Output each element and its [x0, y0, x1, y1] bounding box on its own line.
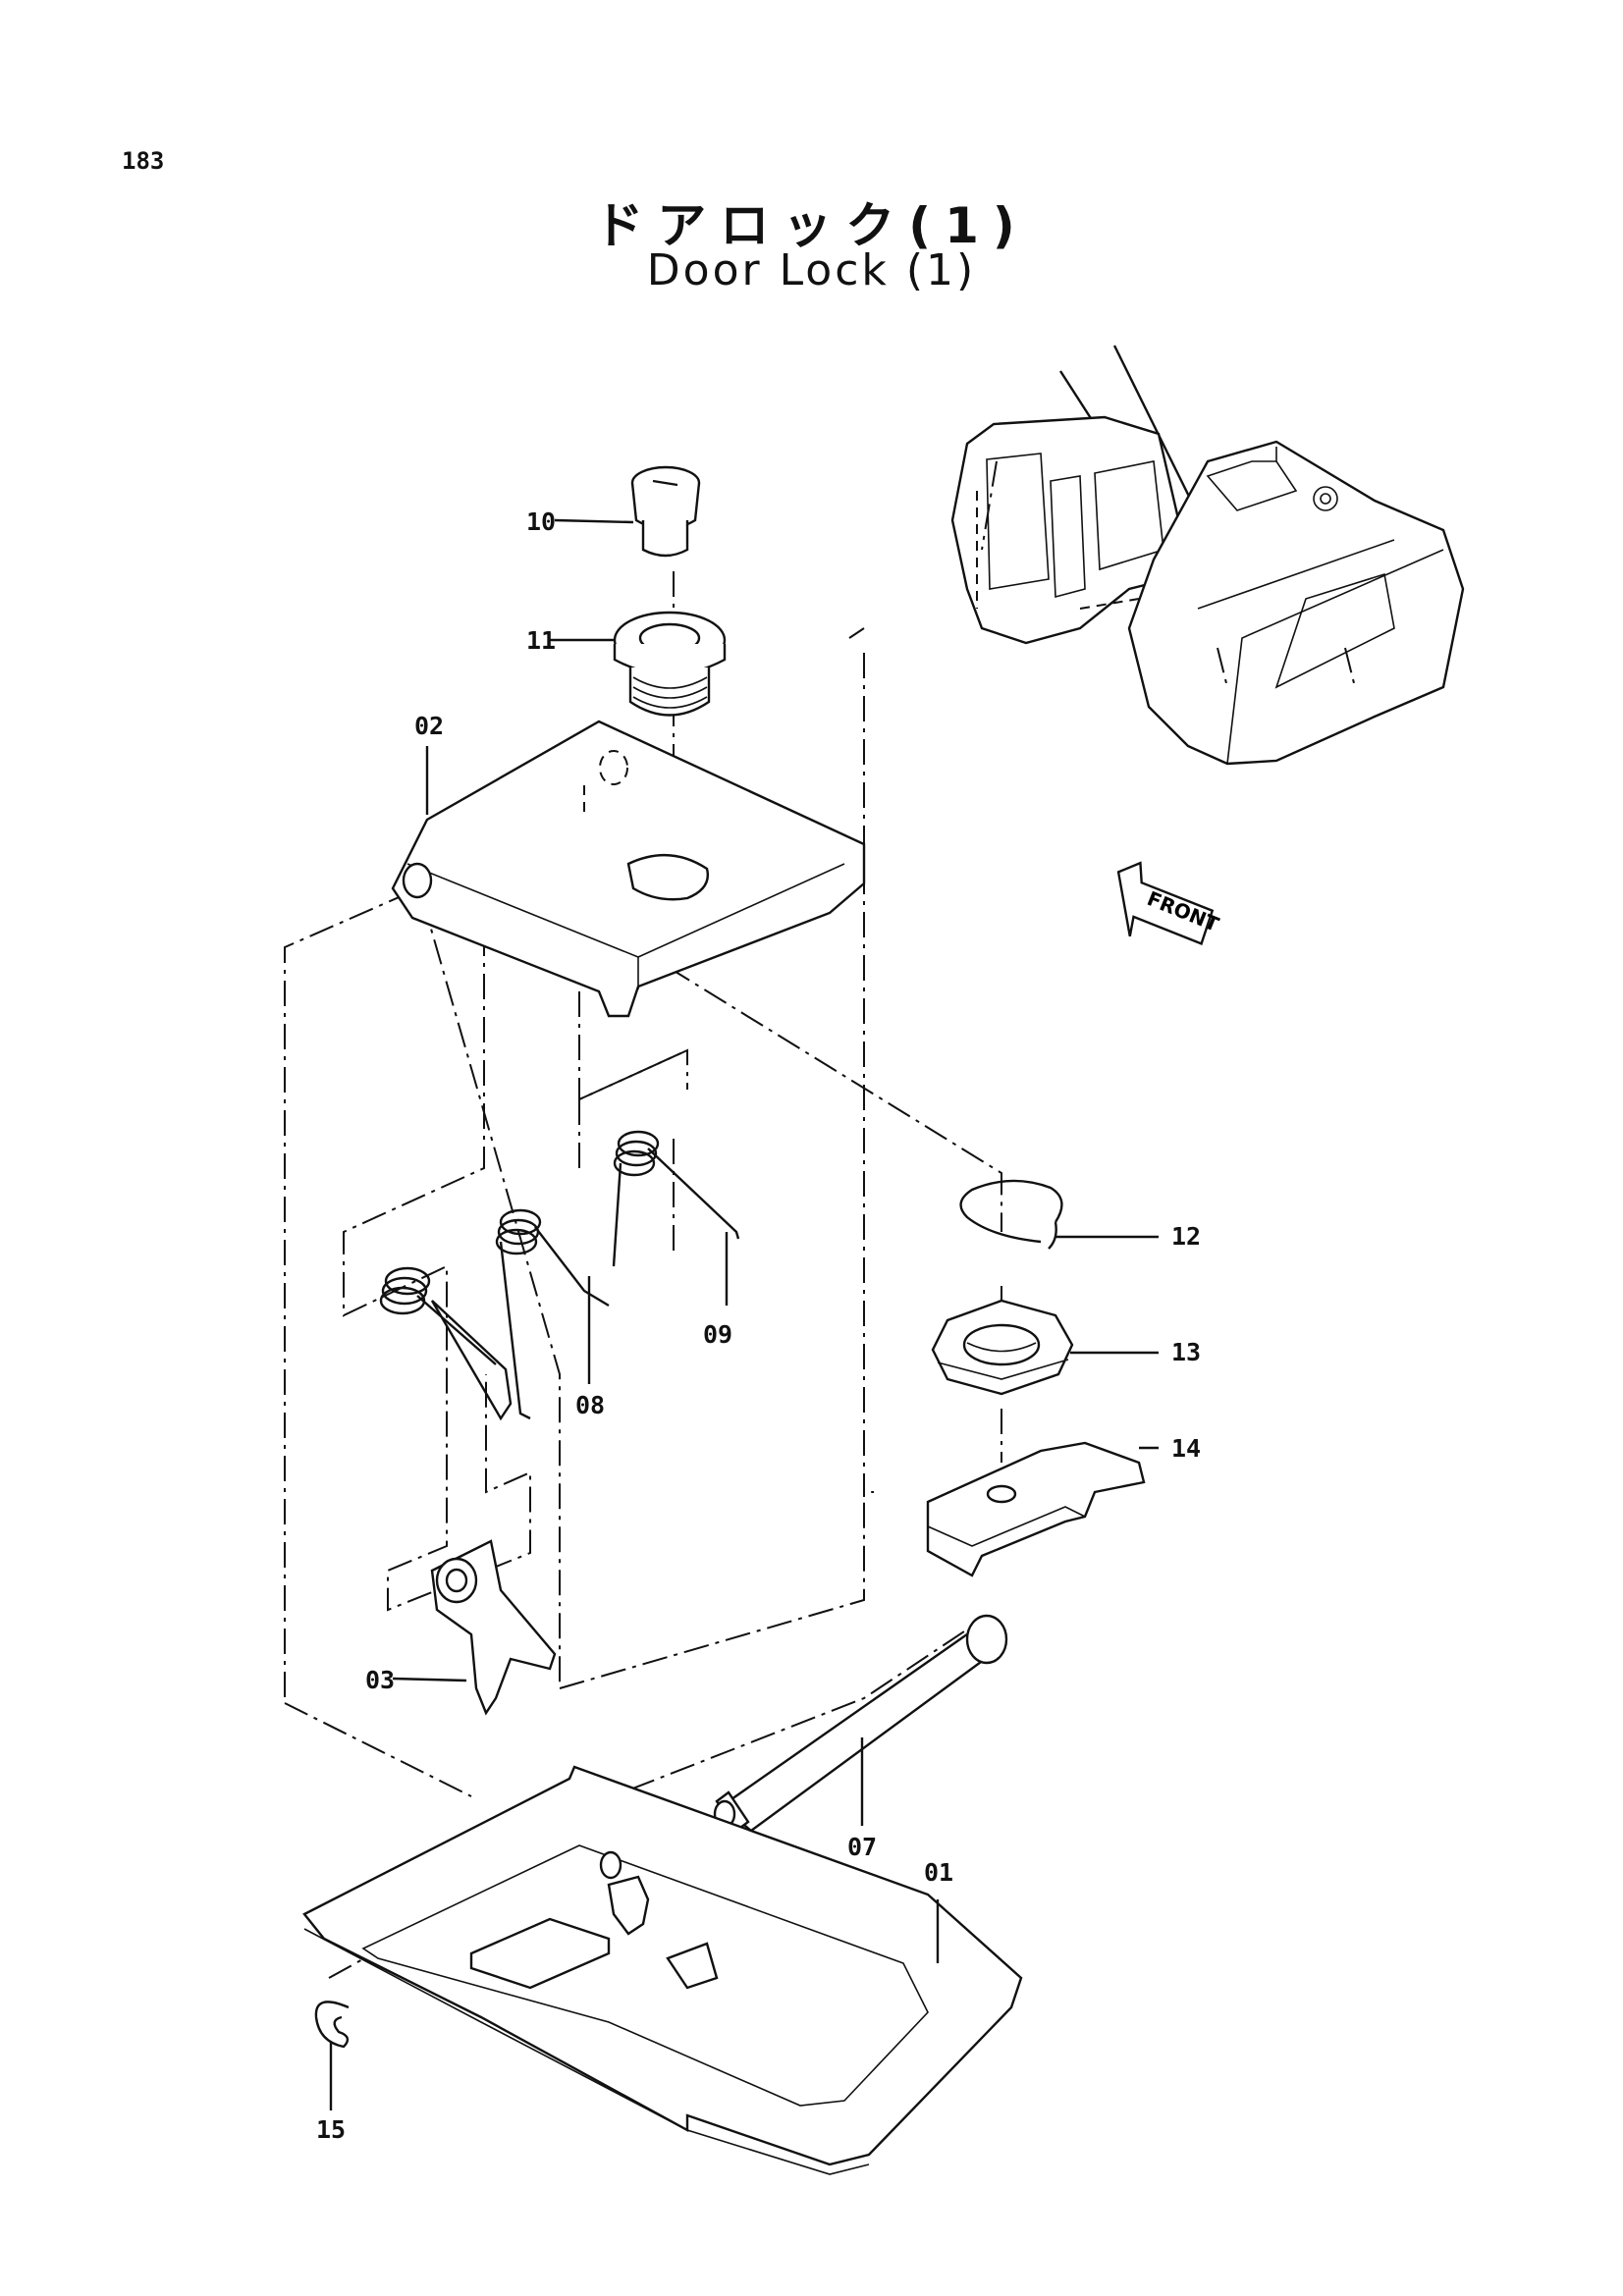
part-10-key-cylinder: [630, 465, 701, 558]
callout-09: 09: [703, 1320, 732, 1349]
callout-11: 11: [526, 626, 556, 655]
part-14-plate: [926, 1441, 1146, 1577]
part-11-bushing: [613, 611, 727, 717]
callout-02: 02: [414, 712, 444, 740]
leader-lines: [329, 518, 1159, 2110]
callout-03: 03: [365, 1666, 395, 1694]
part-03-latch: [430, 1539, 557, 1716]
callout-12: 12: [1171, 1222, 1201, 1251]
assembly-lines: [284, 571, 1002, 1979]
callout-10: 10: [526, 507, 556, 536]
left-spring: [379, 1266, 513, 1421]
callout-13: 13: [1171, 1338, 1201, 1366]
title-english: Door Lock (1): [646, 245, 977, 295]
callout-01: 01: [924, 1858, 953, 1887]
part-09-spring: [612, 1130, 740, 1267]
excavator-illustration: [950, 345, 1465, 766]
callout-15: 15: [316, 2115, 346, 2144]
part-02-bracket: [391, 720, 866, 1018]
part-12-snap-ring: [959, 1179, 1063, 1250]
part-15-e-ring: [314, 2001, 350, 2049]
part-01-base-plate: [302, 1765, 1023, 2175]
part-13-hex-nut: [931, 1299, 1074, 1396]
callout-14: 14: [1171, 1434, 1201, 1463]
page-number: 183: [122, 147, 165, 175]
callout-08: 08: [575, 1391, 605, 1419]
title-japanese: ドアロック(1): [594, 197, 1029, 254]
callout-07: 07: [847, 1833, 877, 1861]
front-arrow-icon: FRONT: [1116, 861, 1222, 945]
part-07-pin: [713, 1614, 1008, 1833]
part-08-spring: [495, 1208, 610, 1420]
